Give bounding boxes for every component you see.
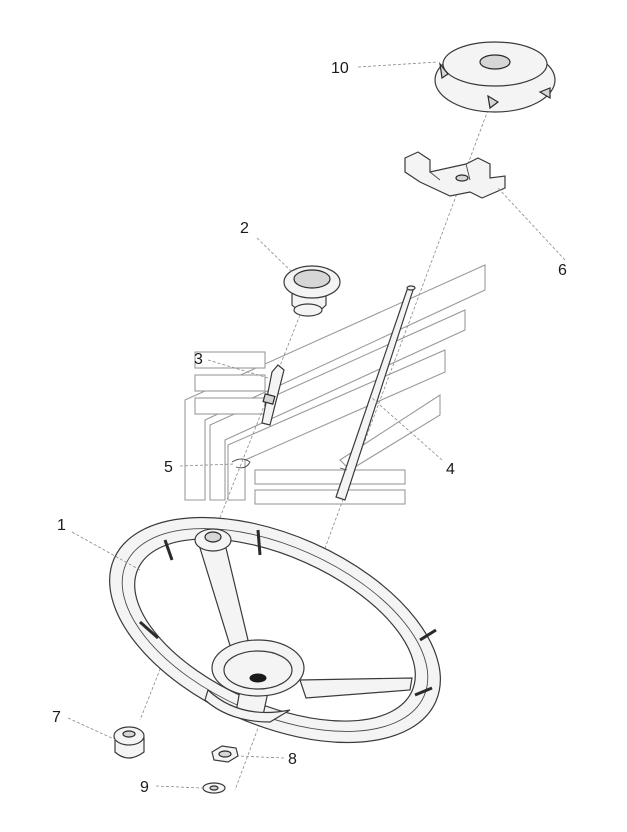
callout-10: 10	[331, 60, 349, 77]
callout-9: 9	[140, 779, 149, 796]
callout-3: 3	[194, 351, 203, 368]
callout-1: 1	[57, 517, 66, 534]
leader-lines	[67, 61, 566, 789]
spring-clip-part	[231, 458, 251, 469]
washer-part	[202, 782, 226, 794]
cap-nut-part	[113, 726, 145, 759]
contact-rod-part	[335, 285, 416, 501]
mounting-bracket-part	[404, 151, 506, 199]
callout-labels: 10 2 3 5 4 6 1 7 8 9	[52, 60, 567, 796]
callout-2: 2	[240, 220, 249, 237]
callout-8: 8	[288, 751, 297, 768]
steering-wheel-part	[109, 516, 441, 744]
callout-7: 7	[52, 709, 61, 726]
contact-pin-part	[261, 364, 285, 426]
watermark-logo	[184, 264, 486, 505]
callout-5: 5	[164, 459, 173, 476]
center-cap-part	[434, 41, 556, 113]
callout-4: 4	[446, 461, 455, 478]
horn-button-part	[283, 265, 341, 317]
callout-6: 6	[558, 262, 567, 279]
hex-nut-part	[211, 745, 239, 763]
